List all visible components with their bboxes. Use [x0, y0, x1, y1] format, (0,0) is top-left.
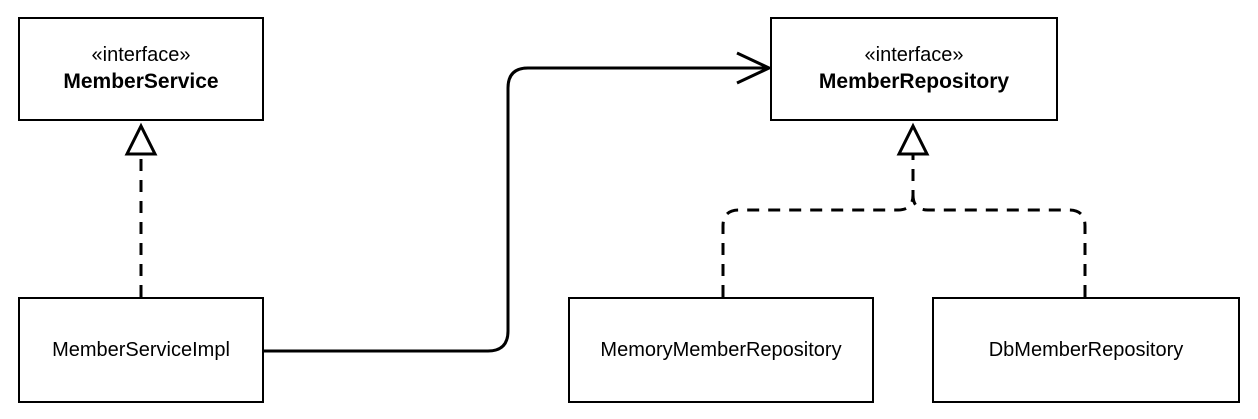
member-service-interface-box[interactable]: «interface» MemberService [18, 17, 264, 121]
member-repository-name: MemberRepository [818, 70, 1010, 93]
realization-line-memory [721, 154, 915, 297]
dependency-arrowhead [736, 51, 773, 85]
member-repository-interface-box[interactable]: «interface» MemberRepository [770, 17, 1058, 121]
memory-member-repository-class-box[interactable]: MemoryMemberRepository [568, 297, 874, 403]
db-member-repository-name: DbMemberRepository [988, 339, 1184, 361]
member-repository-stereotype: «interface» [864, 44, 964, 66]
member-service-stereotype: «interface» [91, 44, 191, 66]
realization-line-db [911, 194, 1087, 297]
member-service-impl-class-box[interactable]: MemberServiceImpl [18, 297, 264, 403]
db-member-repository-class-box[interactable]: DbMemberRepository [932, 297, 1240, 403]
member-service-impl-name: MemberServiceImpl [52, 339, 230, 361]
dependency-line [264, 66, 769, 353]
realization-arrowhead-service [124, 122, 158, 156]
memory-member-repository-name: MemoryMemberRepository [600, 339, 842, 361]
realization-arrowhead-repository [896, 122, 930, 156]
member-service-name: MemberService [63, 70, 219, 93]
